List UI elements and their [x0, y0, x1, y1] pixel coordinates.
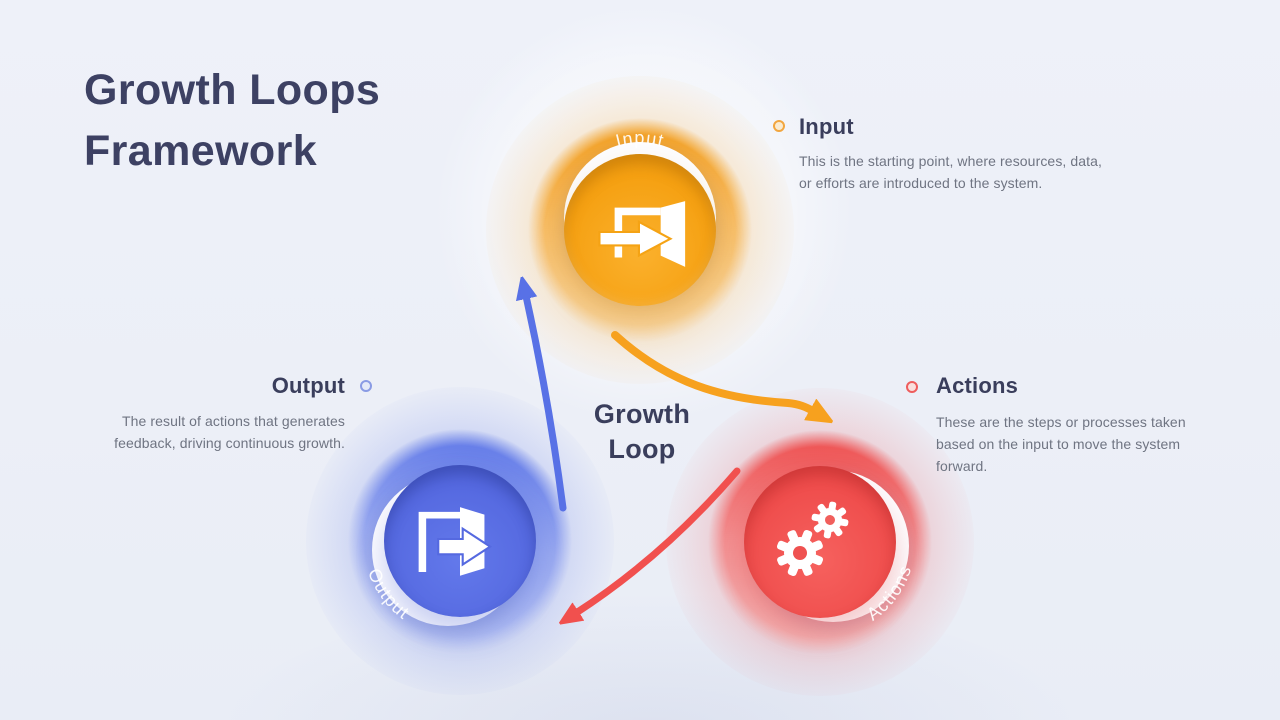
node-input-circle [564, 154, 716, 306]
actions-heading: Actions [936, 373, 1019, 398]
actions-description: These are the steps or processes taken b… [936, 414, 1186, 474]
actions-bullet-icon [906, 381, 918, 393]
input-heading: Input [799, 114, 854, 139]
door-enter-icon [598, 201, 686, 267]
node-output [306, 387, 614, 695]
gears-icon [776, 501, 849, 577]
input-description: This is the starting point, where resour… [799, 153, 1103, 191]
node-actions [666, 388, 974, 696]
loop-center-label: Growth Loop [593, 399, 691, 464]
node-input [486, 76, 794, 384]
door-exit-icon [418, 507, 493, 576]
input-bullet-icon [773, 120, 785, 132]
page-title: Growth Loops Framework [84, 66, 381, 175]
output-bullet-icon [360, 380, 372, 392]
output-heading: Output [271, 373, 345, 398]
node-output-circle [384, 465, 536, 617]
node-actions-circle [744, 466, 896, 618]
output-description: The result of actions that generates fee… [114, 413, 345, 451]
